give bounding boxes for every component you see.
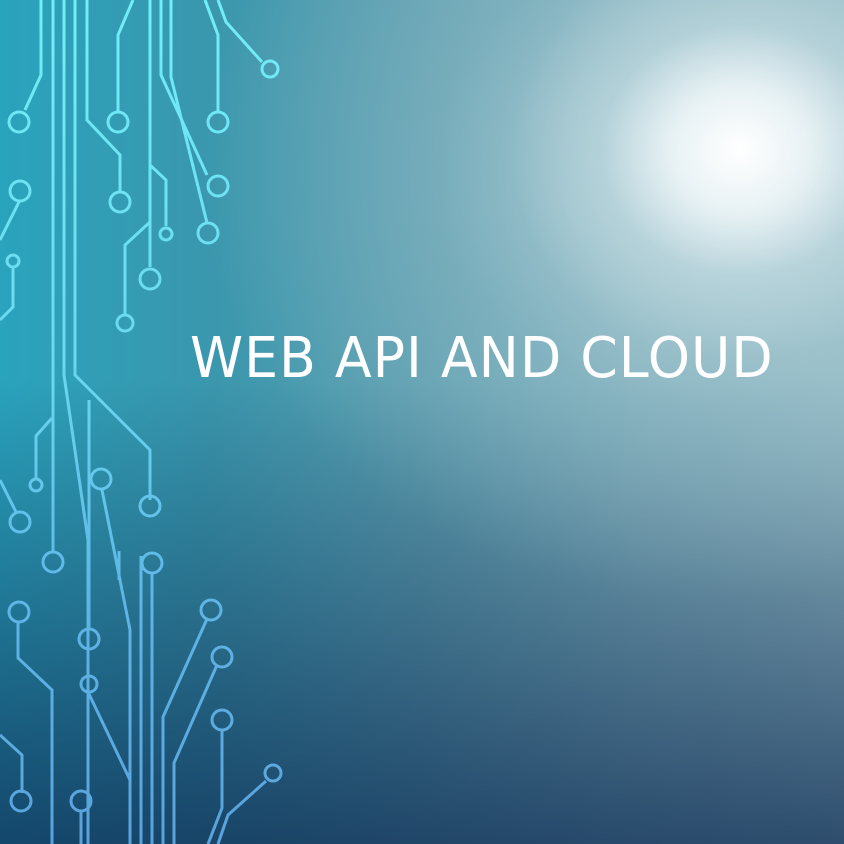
circuit-board-icon <box>0 0 283 844</box>
slide-title: WEB API AND CLOUD <box>190 326 774 391</box>
